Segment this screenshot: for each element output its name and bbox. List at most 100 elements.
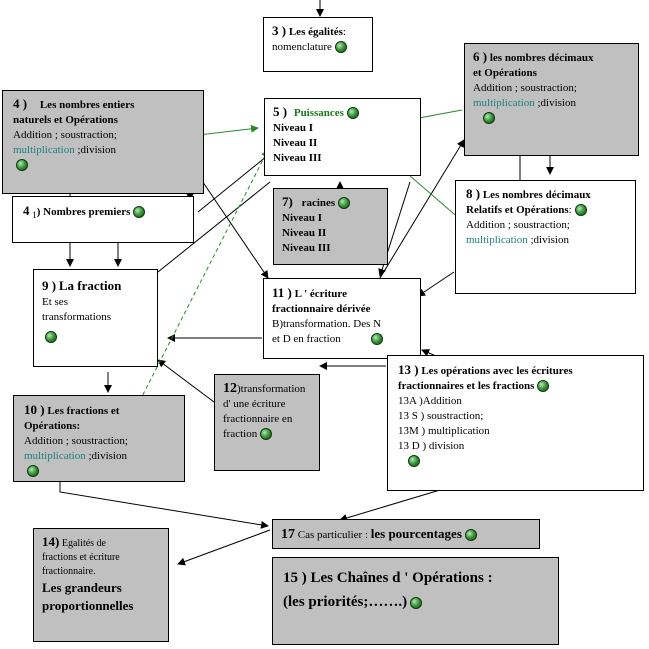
node-15-chaines-operations: 15 ) Les Chaînes d ' Opérations : (les p… (272, 557, 559, 645)
green-bullet-icon[interactable] (133, 206, 146, 219)
arrow-8-to-11 (417, 271, 455, 297)
green-bullet-icon[interactable] (370, 333, 383, 346)
arrow-17-to-14 (177, 529, 271, 566)
green-bullet-icon[interactable] (338, 197, 351, 210)
node-11-ecriture-fractionnaire: 11 ) L ' écriture fractionnaire dérivée … (263, 278, 421, 359)
node-6-decimaux-operations: 6 ) les nombres décimaux et Opérations A… (464, 43, 639, 156)
node-line-2: transformations (42, 311, 112, 323)
division-text: ;division (530, 234, 569, 246)
node-bold-1: Les grandeurs (42, 580, 122, 595)
node-5-puissances: 5 ) Puissances Niveau I Niveau II Niveau… (264, 98, 421, 176)
division-text: ;division (537, 97, 576, 109)
green-bullet-icon[interactable] (464, 529, 477, 542)
arrow-11-to-6 (379, 139, 465, 279)
multiplication-text: multiplication (466, 234, 528, 246)
node-number: 12 (223, 381, 237, 396)
node-title: Les égalités (288, 26, 343, 38)
division-text: ;division (88, 450, 127, 462)
node-bold-2: proportionnelles (42, 598, 134, 613)
node-title: Nombres premiers (43, 206, 131, 218)
sub-13d: 13 D ) division (398, 440, 465, 452)
arrow-5-to-9 (147, 181, 271, 281)
node-line: nomenclature (272, 41, 332, 53)
node-title2: naturels et Opérations (13, 114, 118, 126)
node-13-operations-fractions: 13 ) Les opérations avec les écritures f… (387, 355, 644, 491)
node-number: 13 ) (398, 362, 419, 377)
green-bullet-icon[interactable] (334, 41, 347, 54)
node-8-decimaux-relatifs: 8 ) Les nombres décimaux Relatifs et Opé… (455, 180, 636, 294)
node-number: 17 (281, 527, 295, 542)
node-title: Puissances (293, 107, 344, 119)
node-line-3: fractionnaire. (42, 566, 96, 577)
node-line-1: B)transformation. Des N (272, 318, 382, 330)
node-number: 4 (23, 203, 30, 218)
node-title2: Relatifs et Opérations (466, 204, 569, 216)
node-title2: fractionnaires et les fractions (398, 380, 535, 392)
node-12-transformation: 12)transformation d' une écriture fracti… (214, 374, 320, 471)
node-line-1: )transformation (237, 383, 306, 395)
division-text: ;division (77, 144, 116, 156)
node-17-pourcentages: 17 Cas particulier : les pourcentages (272, 519, 540, 549)
green-bullet-icon[interactable] (45, 331, 57, 343)
colon: : (342, 26, 346, 38)
node-title: 15 ) Les Chaînes d ' Opérations : (283, 570, 493, 586)
node-title: Les opérations avec les écritures (421, 365, 573, 377)
node-line-2: d' une écriture (223, 398, 286, 410)
node-prefix: Cas particulier : (297, 529, 369, 541)
node-number: 3 ) (272, 23, 287, 38)
node-title2: et Opérations (473, 67, 537, 79)
node-title: Les nombres décimaux (482, 189, 591, 201)
green-bullet-icon[interactable] (483, 112, 495, 125)
node-line-1: Et ses (42, 296, 68, 308)
node-7-racines: 7) racines Niveau I Niveau II Niveau III (273, 188, 388, 265)
node-title: Les fractions et (47, 405, 120, 417)
multiplication-text: multiplication (473, 97, 535, 109)
node-line-2: et D en fraction (272, 333, 341, 345)
green-bullet-icon[interactable] (408, 455, 420, 468)
node-title: Les nombres entiers (39, 99, 135, 111)
node-title2: Opérations: (24, 420, 81, 432)
green-bullet-icon[interactable] (346, 107, 359, 120)
node-title: L ' écriture (294, 288, 347, 300)
level-1: Niveau I (282, 212, 323, 224)
node-title2: (les priorités;…….) (283, 594, 408, 610)
node-paren: ) (36, 206, 41, 218)
node-subscript: 1 (32, 210, 37, 221)
level-1: Niveau I (273, 122, 314, 134)
node-number: 6 ) (473, 49, 488, 64)
node-title: La fraction (58, 278, 122, 293)
node-14-egalites-fractions: 14) Egalités de fractions et écriture fr… (33, 528, 169, 642)
arrow-4b-to-5 (197, 151, 273, 213)
node-number: 10 ) (24, 402, 45, 417)
node-number: 14) (42, 534, 60, 549)
node-number: 7) (282, 194, 293, 209)
node-number: 8 ) (466, 186, 481, 201)
colon: : (568, 204, 572, 216)
node-number: 4 ) (13, 96, 28, 111)
operations-text: Addition ; soustraction; (473, 82, 577, 94)
node-title: les nombres décimaux (489, 52, 594, 64)
green-bullet-icon[interactable] (574, 204, 587, 217)
sub-13s: 13 S ) soustraction; (398, 410, 484, 422)
node-4-entiers-naturels: 4 ) Les nombres entiers naturels et Opér… (2, 90, 204, 194)
level-3: Niveau III (273, 152, 322, 164)
operations-text: Addition ; soustraction; (13, 129, 117, 141)
level-2: Niveau II (273, 137, 318, 149)
node-line-4: fraction (223, 428, 258, 440)
level-2: Niveau II (282, 227, 327, 239)
green-bullet-icon[interactable] (16, 159, 28, 172)
node-10-fractions-operations: 10 ) Les fractions et Opérations: Additi… (13, 395, 185, 482)
node-title: racines (301, 197, 336, 209)
sub-13m: 13M ) multiplication (398, 425, 490, 437)
node-number: 9 ) (42, 278, 57, 293)
green-bullet-icon[interactable] (537, 380, 550, 393)
arrow-10-to-17 (59, 482, 269, 529)
green-bullet-icon[interactable] (260, 428, 273, 441)
arrow-green-10-to-5 (129, 149, 269, 421)
arrow-13-to-17 (339, 489, 441, 522)
arrow-4-to-11 (195, 171, 269, 279)
node-9-la-fraction: 9 ) La fraction Et ses transformations (33, 269, 158, 367)
green-bullet-icon[interactable] (410, 596, 423, 609)
node-number: 11 ) (272, 285, 292, 300)
green-bullet-icon[interactable] (27, 465, 39, 478)
